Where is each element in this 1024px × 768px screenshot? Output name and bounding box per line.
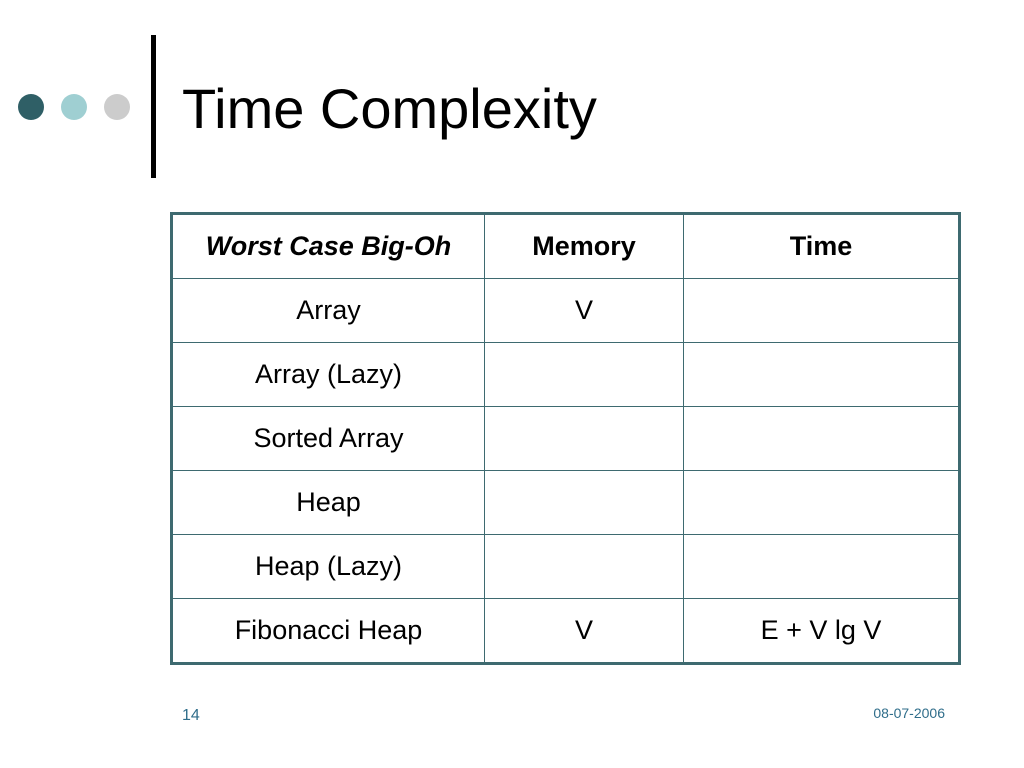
table-cell <box>683 534 960 599</box>
table-cell: Heap (Lazy) <box>171 534 485 599</box>
table-cell: Array (Lazy) <box>171 342 485 407</box>
header-cell: Worst Case Big-Oh <box>171 213 485 279</box>
table-cell: V <box>484 598 684 664</box>
table-cell: Heap <box>171 470 485 535</box>
page-number: 14 <box>182 707 200 724</box>
table-cell <box>484 342 684 407</box>
decorative-dot-dark <box>18 94 44 120</box>
table-cell: E + V lg V <box>683 598 960 664</box>
table-cell <box>683 406 960 471</box>
table-cell <box>683 470 960 535</box>
table-row: Sorted Array <box>171 406 960 471</box>
table-row: Array (Lazy) <box>171 342 960 407</box>
table-cell: Fibonacci Heap <box>171 598 485 664</box>
decorative-dot-light <box>61 94 87 120</box>
header-cell: Memory <box>484 213 684 279</box>
table-row: Fibonacci Heap V E + V lg V <box>171 598 960 664</box>
page-title: Time Complexity <box>182 77 597 140</box>
table-header-row: Worst Case Big-Oh Memory Time <box>171 213 960 279</box>
decorative-dot-gray <box>104 94 130 120</box>
table-cell <box>683 278 960 343</box>
table-cell <box>484 406 684 471</box>
table-cell: Sorted Array <box>171 406 485 471</box>
complexity-table: Worst Case Big-Oh Memory Time Array V Ar… <box>170 212 961 665</box>
table-row: Heap (Lazy) <box>171 534 960 599</box>
slide-date: 08-07-2006 <box>873 705 945 721</box>
table-row: Array V <box>171 278 960 343</box>
table-cell: V <box>484 278 684 343</box>
title-divider <box>151 35 156 178</box>
table-cell: Array <box>171 278 485 343</box>
table-cell <box>484 534 684 599</box>
table-cell <box>683 342 960 407</box>
table-row: Heap <box>171 470 960 535</box>
header-cell: Time <box>683 213 960 279</box>
table-cell <box>484 470 684 535</box>
